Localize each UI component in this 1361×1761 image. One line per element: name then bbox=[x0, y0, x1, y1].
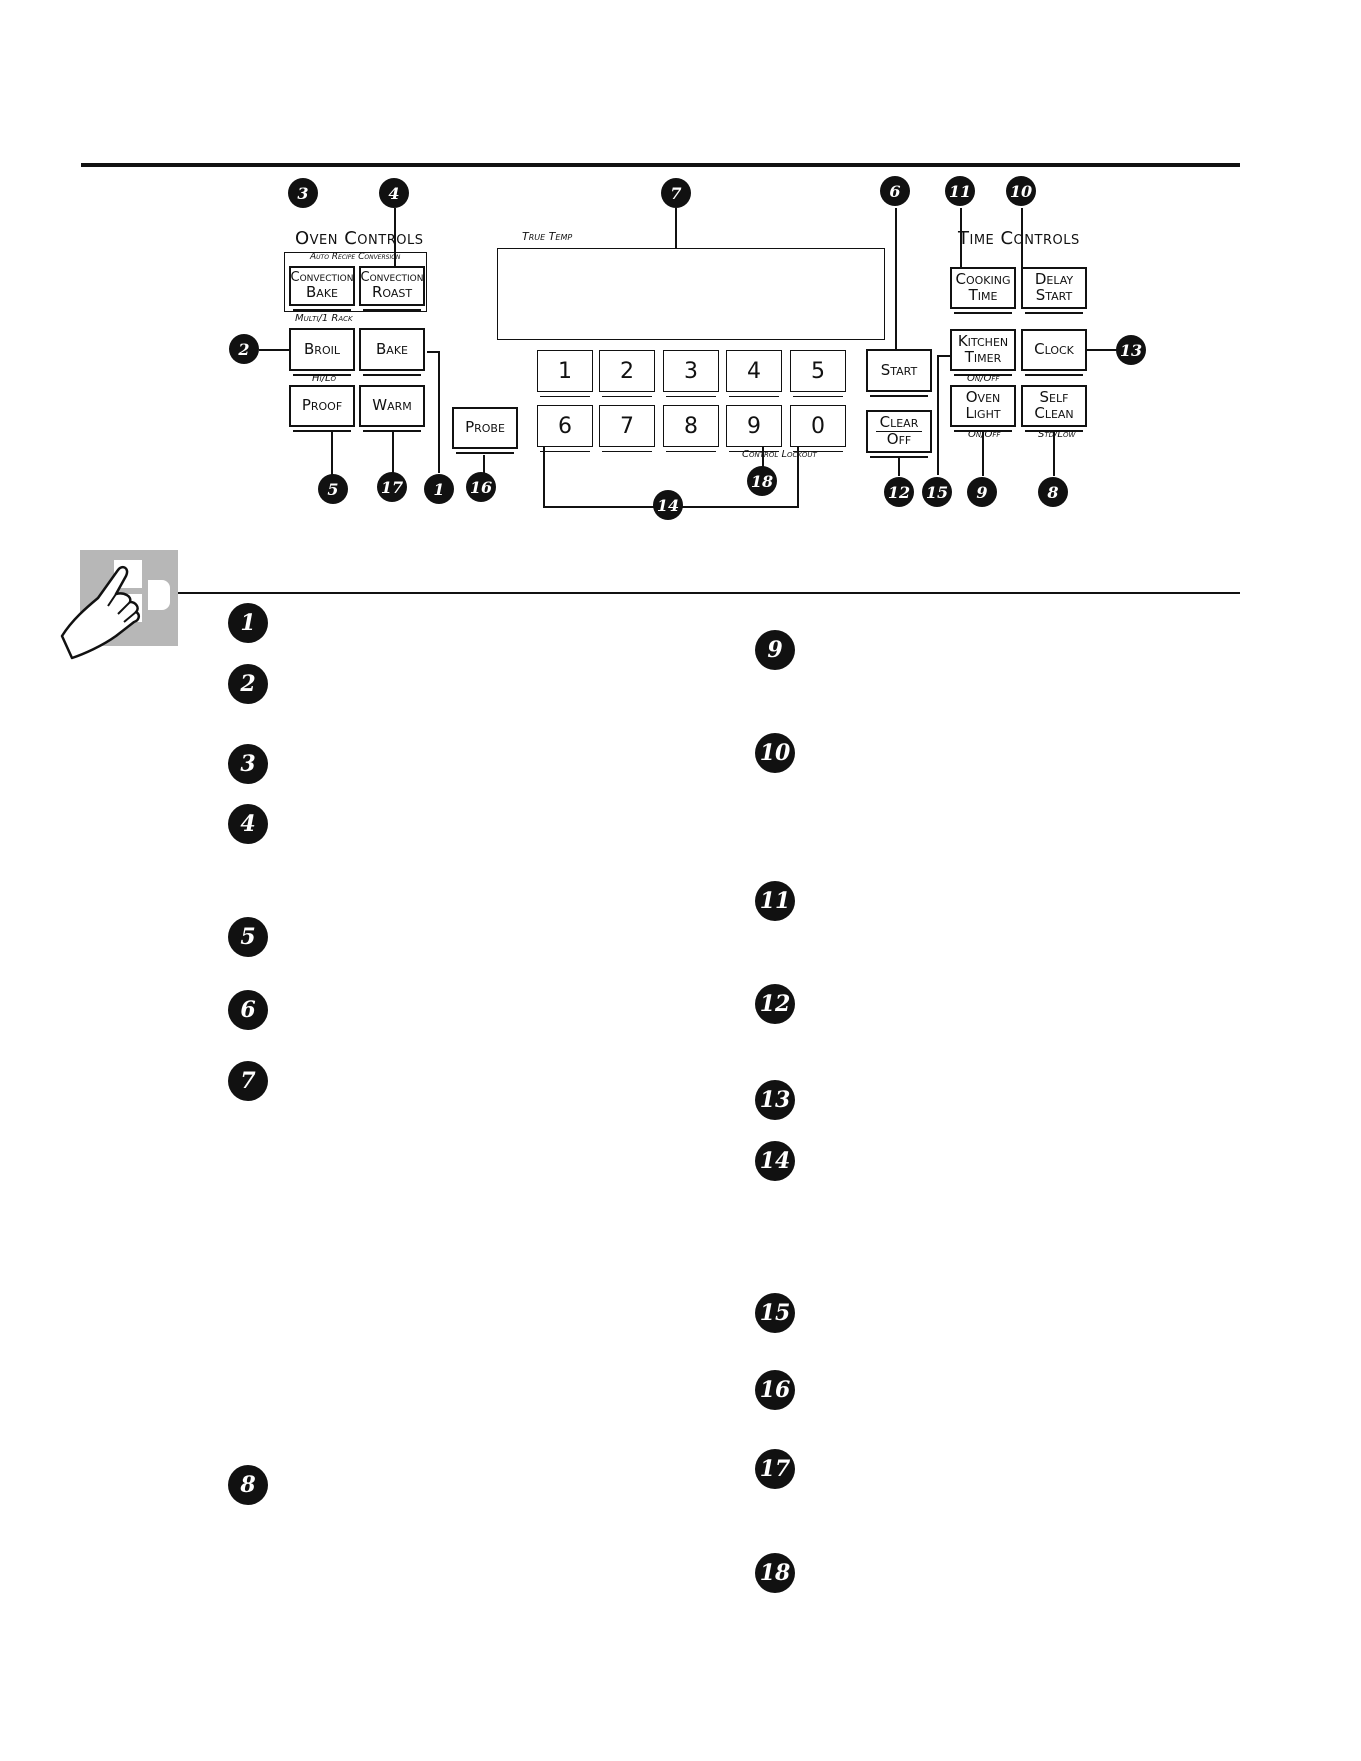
list-marker-5: 5 bbox=[228, 917, 268, 957]
list-marker-9: 9 bbox=[755, 630, 795, 670]
key-7[interactable]: 7 bbox=[599, 405, 655, 452]
leader-line bbox=[1087, 349, 1121, 351]
leader-line bbox=[797, 447, 799, 507]
callout-16: 16 bbox=[466, 472, 496, 502]
leader-line bbox=[438, 351, 440, 473]
time-controls-title: Time Controls bbox=[958, 228, 1080, 249]
key-2[interactable]: 2 bbox=[599, 350, 655, 397]
leader-line bbox=[1021, 208, 1023, 267]
leader-line bbox=[392, 432, 394, 476]
leader-line bbox=[982, 432, 984, 476]
bake-button[interactable]: Bake bbox=[359, 328, 425, 376]
light-on-off-caption: On/Off bbox=[968, 429, 1001, 440]
key-4[interactable]: 4 bbox=[726, 350, 782, 397]
true-temp-caption: True Temp bbox=[522, 230, 573, 243]
leader-line bbox=[1053, 432, 1055, 476]
leader-line bbox=[427, 351, 439, 353]
key-3[interactable]: 3 bbox=[663, 350, 719, 397]
list-marker-18: 18 bbox=[755, 1553, 795, 1593]
start-button[interactable]: Start bbox=[866, 349, 932, 397]
list-marker-15: 15 bbox=[755, 1293, 795, 1333]
callout-2: 2 bbox=[229, 334, 259, 364]
auto-recipe-caption: Auto Recipe Conversion bbox=[310, 252, 401, 262]
probe-button[interactable]: Probe bbox=[452, 407, 518, 454]
warm-button[interactable]: Warm bbox=[359, 385, 425, 432]
callout-4: 4 bbox=[379, 178, 409, 208]
callout-12: 12 bbox=[884, 477, 914, 507]
leader-line bbox=[960, 208, 962, 267]
callout-6: 6 bbox=[880, 176, 910, 206]
list-marker-4: 4 bbox=[228, 804, 268, 844]
temperature-display bbox=[497, 248, 885, 340]
callout-10: 10 bbox=[1006, 176, 1036, 206]
leader-line bbox=[675, 208, 677, 248]
convection-bracket bbox=[284, 252, 427, 312]
key-0[interactable]: 0 bbox=[790, 405, 846, 452]
leader-line bbox=[762, 447, 764, 467]
key-5[interactable]: 5 bbox=[790, 350, 846, 397]
leader-line bbox=[937, 355, 939, 475]
callout-5: 5 bbox=[318, 474, 348, 504]
leader-line bbox=[937, 355, 950, 357]
hilo-caption: Hi/Lo bbox=[312, 373, 337, 384]
list-marker-12: 12 bbox=[755, 984, 795, 1024]
list-marker-6: 6 bbox=[228, 990, 268, 1030]
proof-button[interactable]: Proof bbox=[289, 385, 355, 432]
key-6[interactable]: 6 bbox=[537, 405, 593, 452]
callout-11: 11 bbox=[945, 176, 975, 206]
control-lockout-caption: Control Lockout bbox=[742, 449, 817, 460]
key-9[interactable]: 9 bbox=[726, 405, 782, 452]
callout-17: 17 bbox=[377, 472, 407, 502]
section-rule bbox=[178, 592, 1240, 594]
callout-18: 18 bbox=[747, 466, 777, 496]
oven-controls-title: Oven Controls bbox=[295, 228, 424, 249]
leader-line bbox=[543, 447, 545, 507]
leader-line bbox=[394, 208, 396, 266]
leader-line bbox=[898, 458, 900, 476]
leader-line bbox=[259, 349, 289, 351]
timer-on-off-caption: On/Off bbox=[967, 373, 1000, 384]
list-marker-13: 13 bbox=[755, 1080, 795, 1120]
list-marker-3: 3 bbox=[228, 744, 268, 784]
std-low-caption: Std/Low bbox=[1038, 429, 1076, 440]
list-marker-8: 8 bbox=[228, 1465, 268, 1505]
broil-button[interactable]: Broil bbox=[289, 328, 355, 376]
callout-15: 15 bbox=[922, 477, 952, 507]
callout-9: 9 bbox=[967, 477, 997, 507]
callout-13: 13 bbox=[1116, 335, 1146, 365]
callout-1: 1 bbox=[424, 474, 454, 504]
hand-pointer-icon bbox=[58, 550, 178, 660]
list-marker-10: 10 bbox=[755, 733, 795, 773]
list-marker-7: 7 bbox=[228, 1061, 268, 1101]
leader-line bbox=[895, 208, 897, 349]
list-marker-14: 14 bbox=[755, 1141, 795, 1181]
callout-8: 8 bbox=[1038, 477, 1068, 507]
callout-7: 7 bbox=[661, 178, 691, 208]
list-marker-1: 1 bbox=[228, 603, 268, 643]
key-8[interactable]: 8 bbox=[663, 405, 719, 452]
list-marker-11: 11 bbox=[755, 881, 795, 921]
list-marker-16: 16 bbox=[755, 1370, 795, 1410]
callout-3: 3 bbox=[288, 178, 318, 208]
leader-line bbox=[483, 455, 485, 475]
top-rule bbox=[81, 163, 1240, 167]
list-marker-17: 17 bbox=[755, 1449, 795, 1489]
list-marker-2: 2 bbox=[228, 664, 268, 704]
key-1[interactable]: 1 bbox=[537, 350, 593, 397]
clock-button[interactable]: Clock bbox=[1021, 329, 1087, 376]
leader-line bbox=[331, 432, 333, 476]
multi-rack-caption: Multi/1 Rack bbox=[295, 313, 353, 324]
callout-14: 14 bbox=[653, 490, 683, 520]
